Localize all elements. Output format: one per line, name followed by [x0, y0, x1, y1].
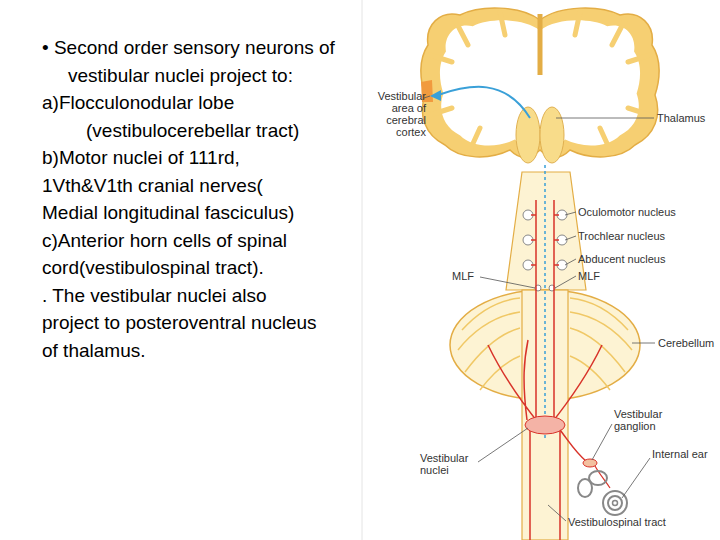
- note-text: . The vestibular nuclei also project to …: [42, 282, 322, 365]
- cochlea: [613, 501, 618, 506]
- longitudinal-fissure: [538, 14, 543, 75]
- thalamocortical-fiber: [438, 87, 530, 118]
- cochlea: [608, 496, 622, 510]
- structure-label: Trochlear nucleus: [578, 230, 665, 242]
- vestibular-nuclei-shape: [525, 416, 565, 434]
- mlf-fibers: [531, 200, 559, 425]
- structure-label: Abducent nucleus: [578, 253, 665, 265]
- semicircular-canal: [578, 479, 592, 497]
- cochlea: [603, 491, 627, 515]
- tract-label: MLF: [578, 270, 600, 282]
- structure-label: Vestibular nuclei: [420, 452, 482, 476]
- tract-label: MLF: [452, 270, 474, 282]
- vestibular-fibers: [488, 340, 602, 540]
- ganglion-shape: [583, 459, 597, 467]
- list-item: b)Motor nuclei of 111rd, 1Vth&V1th crani…: [42, 144, 310, 227]
- list-item: c)Anterior horn cells of spinal cord(ves…: [42, 227, 362, 282]
- structure-label: Vestibular ganglion: [614, 408, 676, 432]
- structure-label: Thalamus: [657, 112, 705, 124]
- structure-label: Oculomotor nucleus: [578, 206, 676, 218]
- thalamus-shape: [540, 107, 564, 163]
- structure-label: Vestibular area of cerebral cortex: [364, 90, 426, 138]
- panel-border: [362, 0, 363, 540]
- tract-label: Vestibulospinal tract: [568, 516, 666, 528]
- list-item: a)Flocculonodular lobe (vestibulocerebel…: [42, 89, 362, 144]
- structure-label: Internal ear: [652, 448, 708, 460]
- vestibular-nerve: [560, 430, 587, 462]
- ascending-fiber: [544, 165, 546, 440]
- text-column: • Second order sensory neurons of vestib…: [42, 34, 362, 364]
- brainstem: [506, 172, 586, 290]
- structure-label: Cerebellum: [658, 337, 714, 349]
- bullet-text: • Second order sensory neurons of vestib…: [42, 34, 362, 89]
- arrow-head: [430, 90, 441, 101]
